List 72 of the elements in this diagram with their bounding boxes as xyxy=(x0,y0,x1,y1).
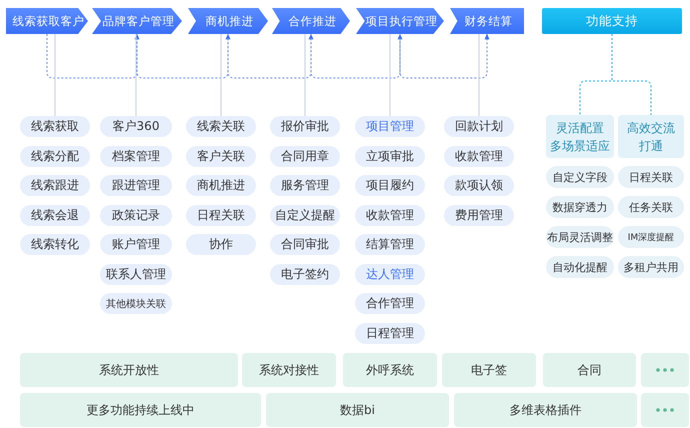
feature-pill: 日程管理 xyxy=(355,322,425,344)
feature-pill: 客户360 xyxy=(100,116,172,137)
module-box: 外呼系统 xyxy=(343,353,437,387)
feature-pill: 回款计划 xyxy=(444,116,514,137)
module-box: 更多功能持续上线中 xyxy=(20,393,261,427)
connector-line xyxy=(54,34,56,116)
feature-pill: 自定义提醒 xyxy=(270,204,340,226)
feature-pill: 款项认领 xyxy=(444,175,514,196)
module-box: 数据bi xyxy=(266,393,449,427)
feature-pill: 任务关联 xyxy=(618,196,684,218)
feature-pill: 费用管理 xyxy=(444,204,514,226)
feature-pill: 线索转化 xyxy=(20,234,90,255)
process-step: 品牌客户管理 xyxy=(92,8,182,34)
feature-pill: 线索分配 xyxy=(20,146,90,166)
connector-line xyxy=(220,34,222,116)
feature-pill: 报价审批 xyxy=(270,116,340,137)
module-box: 电子签 xyxy=(442,353,536,387)
feature-pill: 多租户共用 xyxy=(618,256,684,278)
feature-pill: 自定义字段 xyxy=(546,166,614,188)
arrow xyxy=(136,33,230,78)
process-step: 合作推进 xyxy=(272,8,350,34)
feature-pill: 收款管理 xyxy=(444,146,514,166)
feature-pill: 日程关联 xyxy=(186,204,256,226)
feature-pill: IM深度提醒 xyxy=(618,226,684,248)
feature-pill: 布局灵活调整 xyxy=(546,226,614,248)
feature-pill: 其他模块关联 xyxy=(100,293,172,314)
module-box xyxy=(641,393,689,427)
connector-line xyxy=(612,34,652,116)
feature-card: 灵活配置多场景适应 xyxy=(546,115,614,158)
feature-pill: 项目履约 xyxy=(355,175,425,196)
feature-pill: 客户关联 xyxy=(186,146,256,166)
process-step: 线索获取客户 xyxy=(6,8,88,34)
feature-pill: 合同审批 xyxy=(270,234,340,255)
feature-pill: 自动化提醒 xyxy=(546,256,614,278)
feature-pill: 合同用章 xyxy=(270,146,340,166)
feature-pill: 结算管理 xyxy=(355,234,425,255)
module-box: 系统开放性 xyxy=(20,353,238,387)
feature-pill: 达人管理 xyxy=(355,264,425,284)
connector-line xyxy=(478,34,480,116)
feature-pill: 线索会退 xyxy=(20,204,90,226)
arrow xyxy=(400,33,490,78)
process-step: 财务结算 xyxy=(450,8,524,34)
feature-pill: 线索关联 xyxy=(186,116,256,137)
feature-pill: 收款管理 xyxy=(355,204,425,226)
feature-pill: 账户管理 xyxy=(100,234,172,255)
process-step: 商机推进 xyxy=(188,8,268,34)
feature-pill: 项目管理 xyxy=(355,116,425,137)
process-step: 项目执行管理 xyxy=(356,8,444,34)
feature-pill: 商机推进 xyxy=(186,175,256,196)
feature-pill: 日程关联 xyxy=(618,166,684,188)
feature-pill: 联系人管理 xyxy=(100,264,172,284)
feature-pill: 服务管理 xyxy=(270,175,340,196)
module-box: 系统对接性 xyxy=(242,353,336,387)
feature-pill: 政策记录 xyxy=(100,204,172,226)
header-bar: 功能支持 xyxy=(542,8,682,34)
module-box: 合同 xyxy=(543,353,636,387)
module-box xyxy=(641,353,689,387)
feature-card: 高效交流打通 xyxy=(618,115,684,158)
feature-pill: 跟进管理 xyxy=(100,175,172,196)
arrow xyxy=(228,33,314,78)
feature-pill: 线索跟进 xyxy=(20,175,90,196)
feature-pill: 合作管理 xyxy=(355,293,425,314)
feature-pill: 电子签约 xyxy=(270,264,340,284)
module-box: 多维表格插件 xyxy=(454,393,637,427)
arrow xyxy=(310,33,402,78)
feature-pill: 立项审批 xyxy=(355,146,425,166)
connector-line xyxy=(304,34,306,116)
feature-pill: 档案管理 xyxy=(100,146,172,166)
arrow xyxy=(46,33,140,78)
feature-pill: 协作 xyxy=(186,234,256,255)
feature-pill: 数据穿透力 xyxy=(546,196,614,218)
feature-pill: 线索获取 xyxy=(20,116,90,137)
